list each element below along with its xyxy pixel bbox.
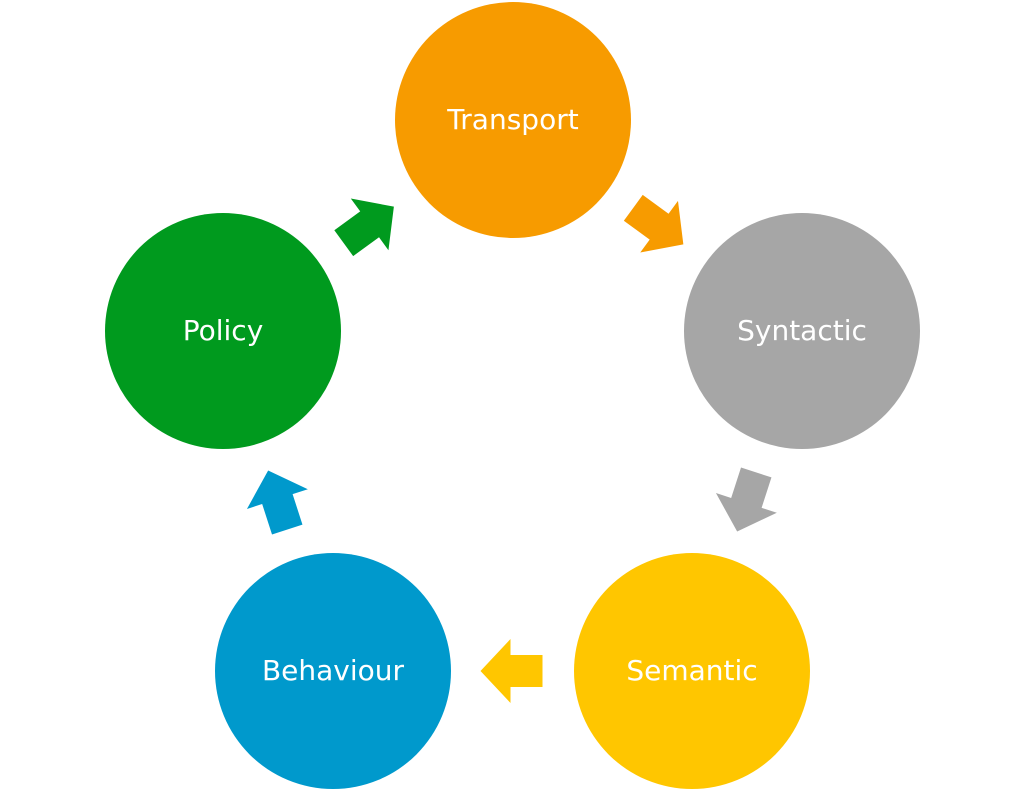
node-semantic: Semantic: [574, 553, 810, 789]
arrow-icon-syntactic-to-semantic: [715, 467, 777, 532]
node-circle-semantic: [574, 553, 810, 789]
arrow-icon-semantic-to-behaviour: [480, 639, 543, 703]
node-circle-syntactic: [684, 213, 920, 449]
node-label-transport: Transport: [446, 103, 578, 136]
node-circle-policy: [105, 213, 341, 449]
node-label-policy: Policy: [183, 314, 264, 347]
node-syntactic: Syntactic: [684, 213, 920, 449]
arrow-icon-transport-to-syntactic: [623, 194, 684, 253]
node-label-syntactic: Syntactic: [737, 314, 867, 347]
node-transport: Transport: [395, 2, 631, 238]
node-label-behaviour: Behaviour: [262, 654, 405, 687]
node-policy: Policy: [105, 213, 341, 449]
node-behaviour: Behaviour: [215, 553, 451, 789]
edges-layer: [246, 194, 777, 703]
node-circle-transport: [395, 2, 631, 238]
arrow-icon-behaviour-to-policy: [246, 470, 308, 535]
node-label-semantic: Semantic: [626, 654, 757, 687]
arrow-icon-policy-to-transport: [334, 198, 394, 257]
node-circle-behaviour: [215, 553, 451, 789]
